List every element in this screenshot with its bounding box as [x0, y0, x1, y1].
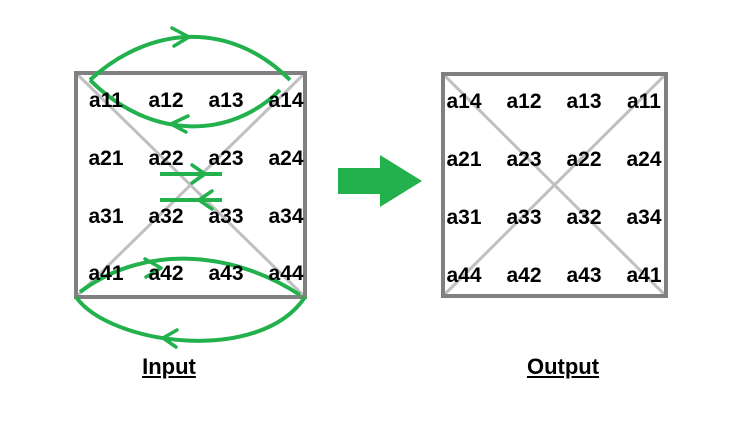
output-cell: a41: [626, 264, 662, 287]
output-diagonal-anti: [441, 72, 668, 298]
input-diagonal-anti: [74, 71, 307, 299]
input-cell: a41: [88, 262, 124, 285]
input-cell: a42: [148, 262, 184, 285]
output-cell: a31: [446, 206, 482, 229]
output-cell: a42: [506, 264, 542, 287]
input-matrix-frame: [74, 71, 307, 299]
input-cell: a22: [148, 147, 184, 170]
output-cell: a33: [506, 206, 542, 229]
arrowhead-left-icon: [161, 328, 179, 349]
input-cell: a31: [88, 205, 124, 228]
output-caption: Output: [526, 354, 600, 379]
input-cell: a32: [148, 205, 184, 228]
input-cell: a21: [88, 147, 124, 170]
input-cell: a34: [268, 205, 304, 228]
output-cell: a12: [506, 90, 542, 113]
input-cell: a33: [208, 205, 244, 228]
output-cell: a14: [446, 90, 482, 113]
transform-arrow-icon: [338, 155, 422, 207]
input-cell: a12: [148, 89, 184, 112]
output-cell: a23: [506, 148, 542, 171]
swap-arc-top-inner: [88, 78, 282, 129]
output-matrix-frame: [441, 72, 668, 298]
output-cell: a13: [566, 90, 602, 113]
input-cell: a23: [208, 147, 244, 170]
input-cell: a43: [208, 262, 244, 285]
swap-arc-bottom-outer: [74, 295, 307, 343]
output-cell: a43: [566, 264, 602, 287]
input-cell: a11: [89, 89, 123, 112]
output-cell: a22: [566, 148, 602, 171]
input-cell: a24: [268, 147, 304, 170]
output-cell: a11: [627, 90, 661, 113]
output-cell: a21: [446, 148, 482, 171]
output-cell: a32: [566, 206, 602, 229]
input-cell: a13: [208, 89, 244, 112]
arrowhead-left-icon: [197, 189, 214, 211]
arrowhead-right-icon: [190, 163, 207, 185]
input-caption: Input: [142, 354, 196, 379]
output-cell: a24: [626, 148, 662, 171]
arrowhead-right-icon: [143, 257, 163, 279]
output-cell: a34: [626, 206, 662, 229]
arrowhead-left-icon: [169, 114, 190, 134]
input-cell: a44: [268, 262, 304, 285]
arrowhead-right-icon: [170, 26, 191, 48]
output-cell: a44: [446, 264, 482, 287]
input-cell: a14: [268, 89, 304, 112]
swap-arc-bottom-inner: [78, 256, 302, 297]
